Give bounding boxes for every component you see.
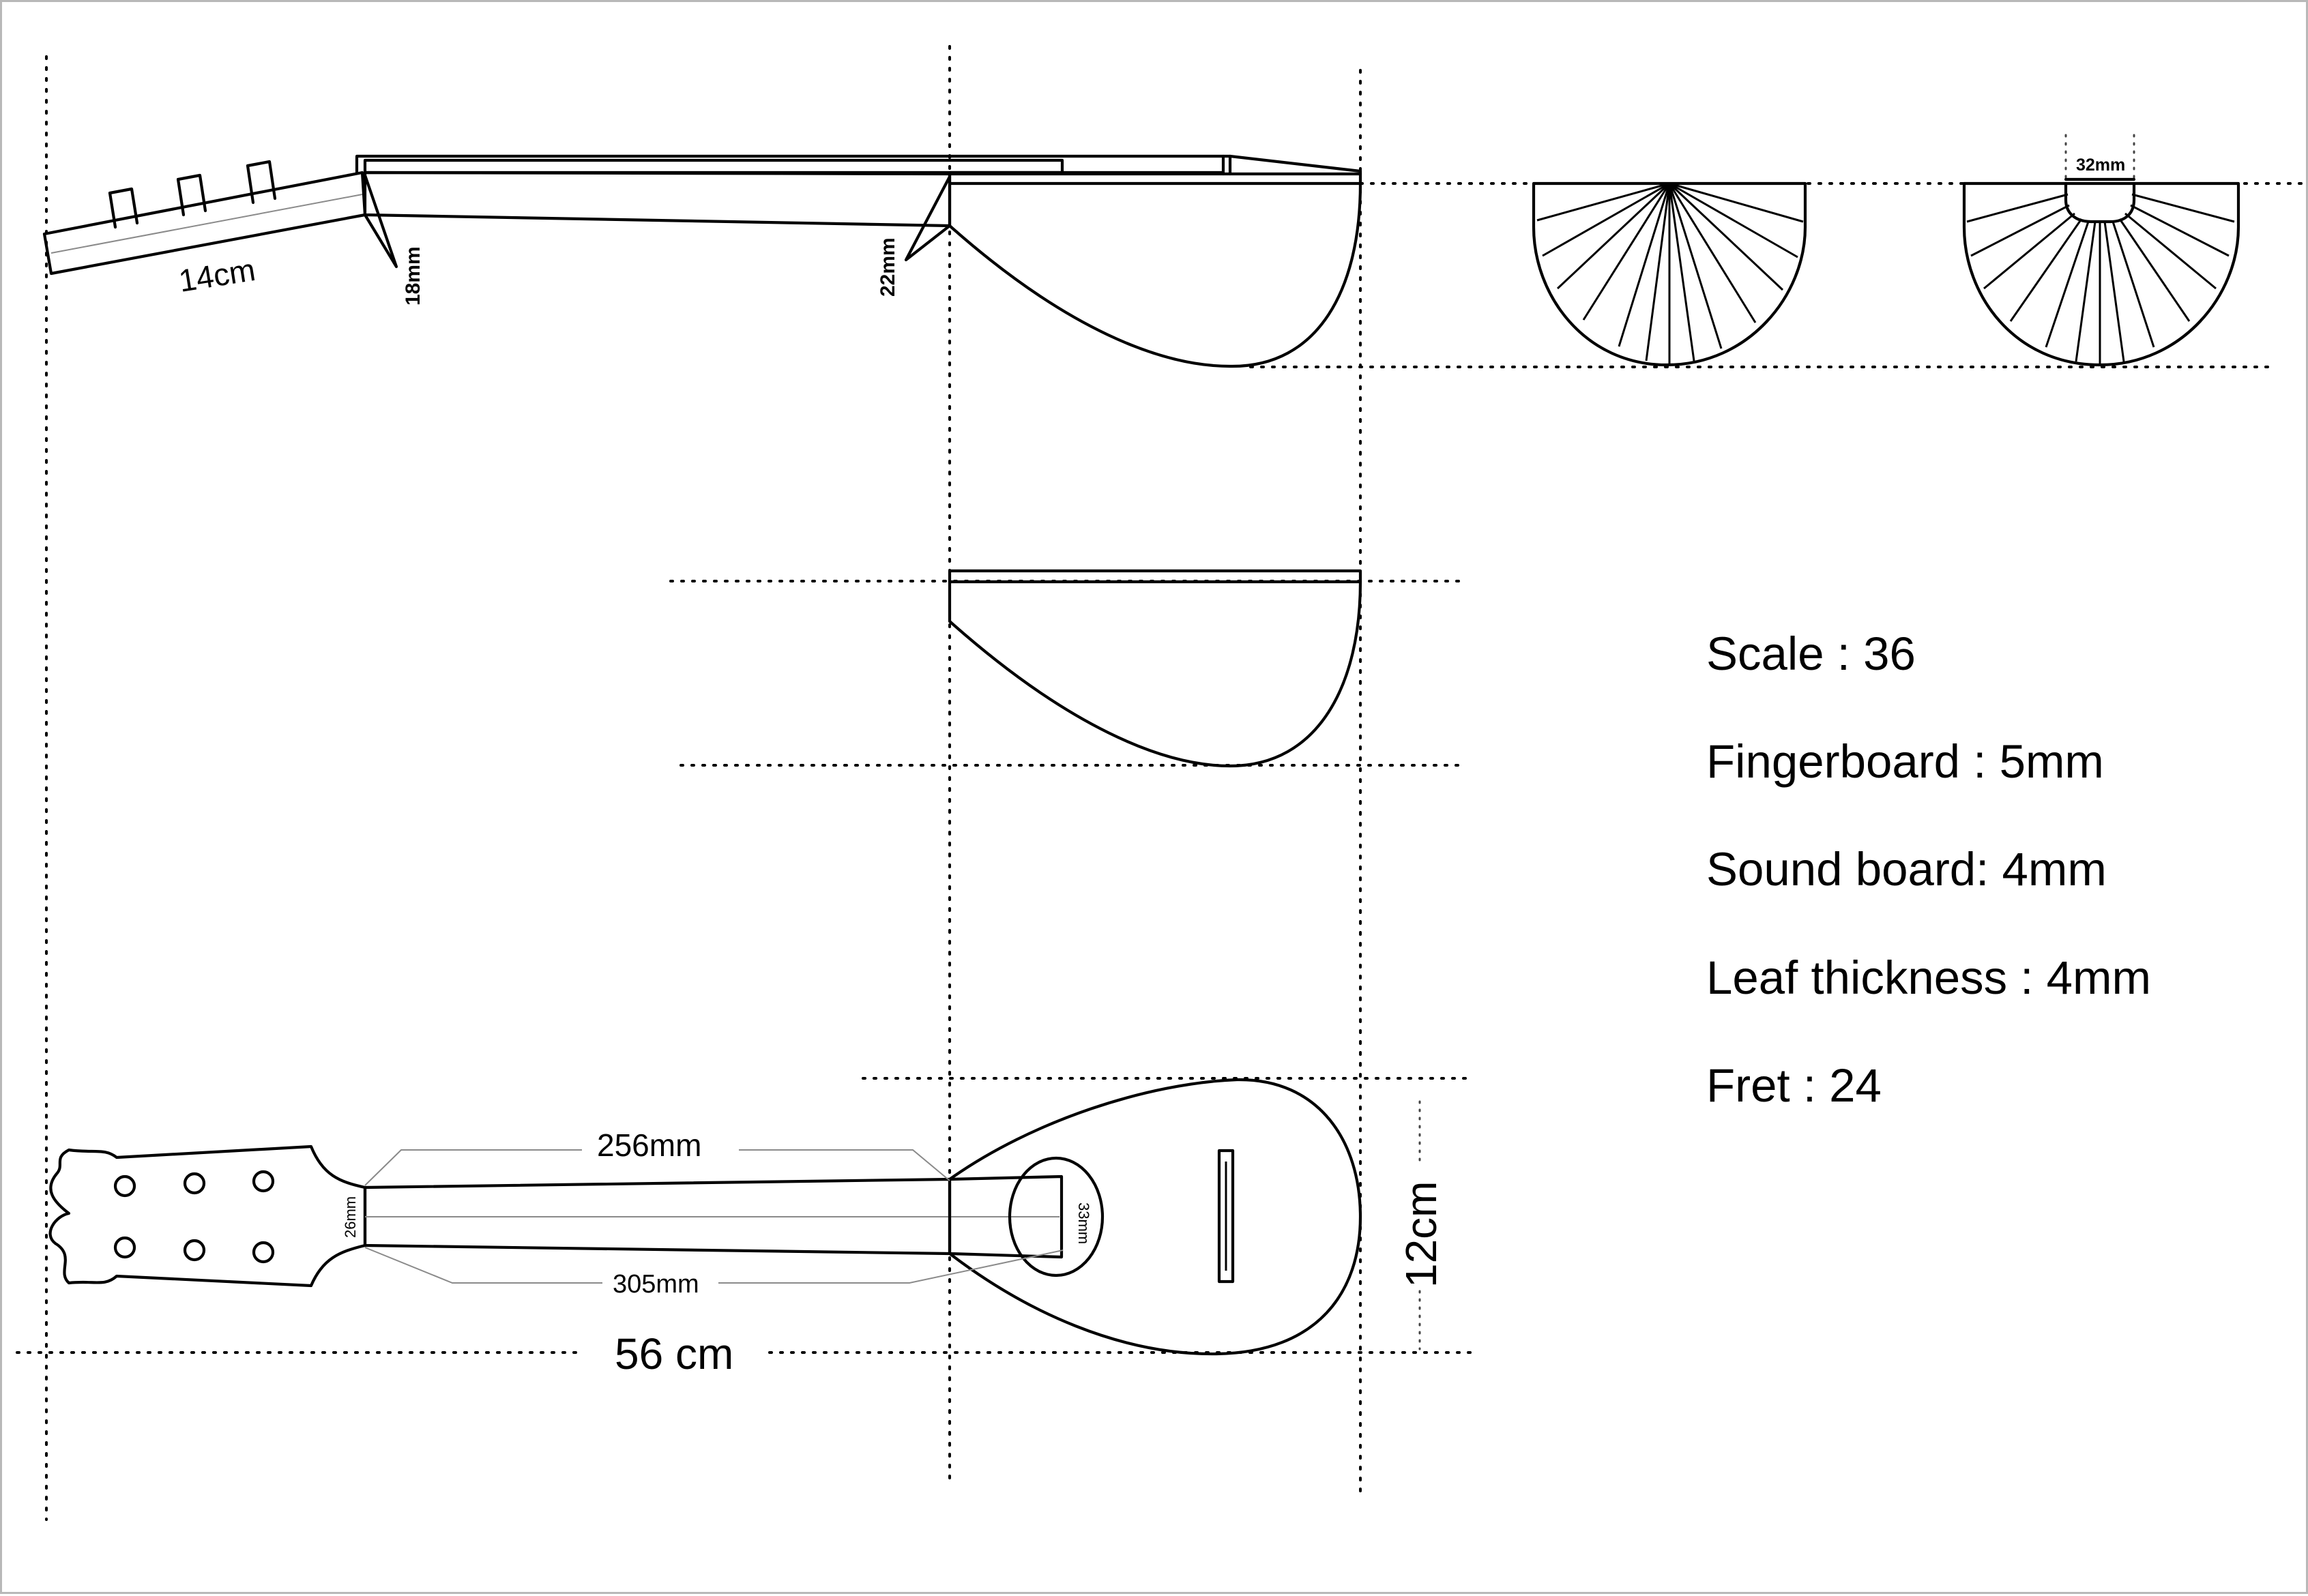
- bowl-view: [948, 569, 1362, 768]
- neck-joint-label: 22mm: [877, 237, 899, 297]
- total-length-label: 56 cm: [615, 1329, 733, 1378]
- body-width-label: 12cm: [1397, 1181, 1446, 1288]
- bowl-view-outline: [948, 580, 1362, 768]
- nut-thickness-label: 18mm: [402, 246, 424, 306]
- tuner-hole-4: [113, 1236, 136, 1259]
- cross-section-left-outline: [1532, 181, 1807, 367]
- side-fingerboard-upper: [363, 158, 1064, 175]
- tuning-peg-side-3: [246, 160, 277, 205]
- tuner-hole-3: [252, 1170, 275, 1193]
- nut-thickness-callout: [363, 173, 398, 269]
- top-view: 26mm 33mm 256mm 305mm 56 cm 12cm: [48, 1078, 1446, 1378]
- headstock-length-label: 14cm: [176, 252, 257, 299]
- spec-fret: Fret : 24: [1706, 1059, 1882, 1112]
- spec-fingerboard: Fingerboard : 5mm: [1706, 735, 2104, 788]
- tuning-peg-side-1: [108, 187, 139, 229]
- side-view: 18mm 22mm 14cm: [42, 154, 1362, 368]
- tuner-hole-2: [183, 1172, 206, 1195]
- side-headstock: [42, 171, 367, 276]
- side-headstock-centerline: [50, 194, 363, 254]
- spec-leaf-thickness: Leaf thickness : 4mm: [1706, 951, 2151, 1004]
- fretboard-length-label: 256mm: [597, 1127, 701, 1163]
- cross-section-right-ribs: [1966, 193, 2235, 365]
- neck-joint-callout: [904, 175, 952, 262]
- tuner-hole-5: [183, 1239, 206, 1262]
- neck-length-label: 305mm: [613, 1270, 699, 1299]
- soundhole-gap-label: 32mm: [2076, 156, 2125, 175]
- side-body-bowl: [948, 172, 1362, 368]
- spec-scale: Scale : 36: [1706, 627, 1916, 680]
- cross-section-left: [1532, 181, 1807, 367]
- cross-section-left-ribs: [1536, 182, 1804, 365]
- cross-section-right-notch: [2064, 181, 2136, 224]
- neck-length-leader-right: [718, 1250, 1064, 1284]
- spec-sound-board: Sound board: 4mm: [1706, 843, 2107, 896]
- fretboard-length-leader-left: [364, 1149, 582, 1186]
- tuner-hole-1: [113, 1174, 136, 1198]
- soundhole: [1008, 1156, 1105, 1277]
- tuner-hole-6: [252, 1241, 275, 1264]
- bridge: [1217, 1149, 1235, 1284]
- top-headstock: [48, 1144, 367, 1288]
- heel-width-label: 33mm: [1075, 1202, 1092, 1244]
- side-neck: [363, 171, 952, 228]
- bowl-view-soundboard: [948, 569, 1362, 584]
- fretboard-length-leader-right: [739, 1149, 950, 1181]
- tuning-peg-side-2: [176, 173, 207, 217]
- neck-length-leader-left: [364, 1247, 602, 1284]
- top-fingerboard-extension: [948, 1174, 1064, 1259]
- nut-width-label: 26mm: [342, 1196, 359, 1238]
- cross-section-right: 32mm: [1962, 134, 2240, 367]
- top-body: [948, 1078, 1362, 1356]
